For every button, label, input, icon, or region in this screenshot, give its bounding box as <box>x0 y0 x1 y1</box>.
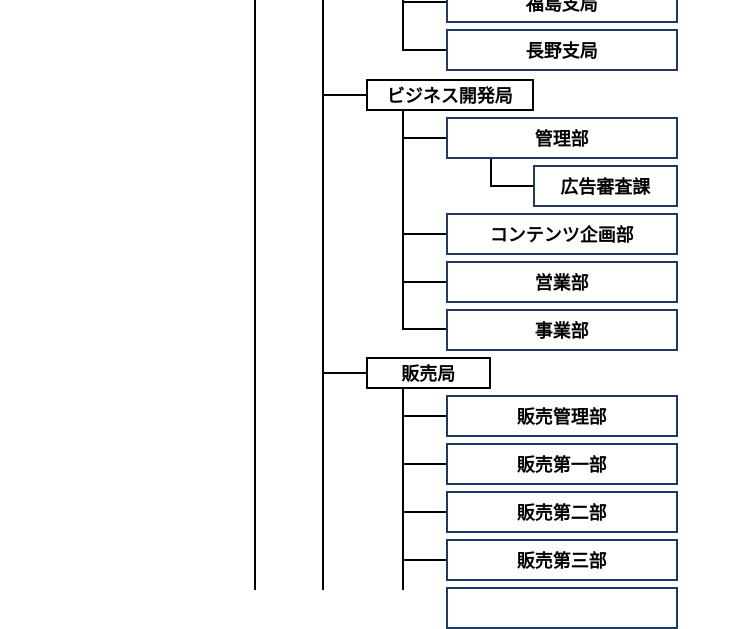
node-distribution-dept-3: 販売第三部 <box>446 539 678 581</box>
connector-line <box>402 110 404 330</box>
connector-line <box>402 0 404 51</box>
connector-line <box>402 388 404 590</box>
connector-line <box>254 0 256 590</box>
connector-line <box>402 233 446 235</box>
node-business-dept: 事業部 <box>446 309 678 351</box>
node-nagano-branch: 長野支局 <box>446 29 678 71</box>
node-business-development-bureau: ビジネス開発局 <box>366 79 534 111</box>
connector-line <box>402 511 446 513</box>
node-content-planning-dept: コンテンツ企画部 <box>446 213 678 255</box>
node-distribution-management-dept: 販売管理部 <box>446 395 678 437</box>
org-chart: 福島支局 長野支局 ビジネス開発局 管理部 広告審査課 コンテンツ企画部 営業部… <box>254 0 678 629</box>
connector-line <box>490 185 533 187</box>
node-distribution-dept-1: 販売第一部 <box>446 443 678 485</box>
node-distribution-bureau: 販売局 <box>366 357 491 389</box>
connector-line <box>402 463 446 465</box>
connector-line <box>322 94 366 96</box>
connector-line <box>322 372 366 374</box>
connector-line <box>402 137 446 139</box>
node-next-dept <box>446 587 678 629</box>
node-distribution-dept-2: 販売第二部 <box>446 491 678 533</box>
node-ad-review-section: 広告審査課 <box>533 165 678 207</box>
node-management-dept: 管理部 <box>446 117 678 159</box>
connector-line <box>322 0 324 590</box>
connector-line <box>402 49 446 51</box>
connector-line <box>402 1 446 3</box>
connector-line <box>402 559 446 561</box>
node-sales-dept: 営業部 <box>446 261 678 303</box>
connector-line <box>402 328 446 330</box>
connector-line <box>490 158 492 187</box>
node-fukushima-branch: 福島支局 <box>446 0 678 23</box>
connector-line <box>402 415 446 417</box>
connector-line <box>402 281 446 283</box>
